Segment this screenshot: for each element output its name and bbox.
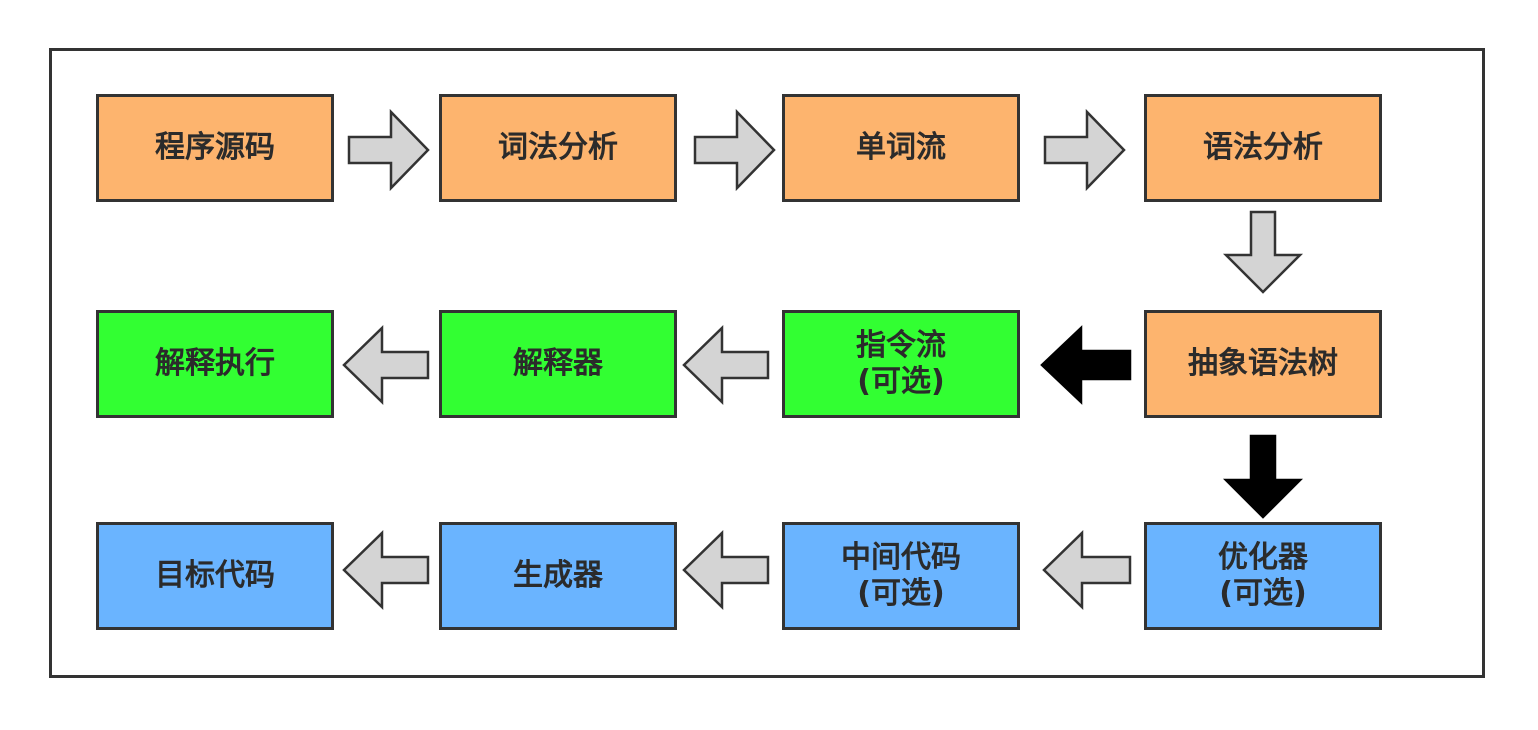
- node-interpret-execute: 解释执行: [96, 310, 334, 418]
- node-optional-label: (可选): [857, 364, 945, 399]
- node-optional-label: (可选): [1219, 576, 1307, 611]
- node-label: 指令流: [856, 328, 946, 363]
- node-optional-label: (可选): [857, 576, 945, 611]
- node-label: 词法分析: [498, 130, 618, 165]
- node-label: 目标代码: [155, 558, 275, 593]
- node-intermediate-code: 中间代码 (可选): [782, 522, 1020, 630]
- node-ast: 抽象语法树: [1144, 310, 1382, 418]
- node-label: 抽象语法树: [1188, 346, 1338, 381]
- node-interpreter: 解释器: [439, 310, 677, 418]
- node-label: 程序源码: [155, 130, 275, 165]
- node-lexical-analysis: 词法分析: [439, 94, 677, 202]
- node-label: 单词流: [856, 130, 946, 165]
- node-target-code: 目标代码: [96, 522, 334, 630]
- node-label: 解释器: [513, 346, 603, 381]
- node-optimizer: 优化器 (可选): [1144, 522, 1382, 630]
- node-label: 生成器: [513, 558, 603, 593]
- node-label: 中间代码: [841, 540, 961, 575]
- node-label: 语法分析: [1203, 130, 1323, 165]
- node-label: 优化器: [1218, 540, 1308, 575]
- node-instruction-stream: 指令流 (可选): [782, 310, 1020, 418]
- node-label: 解释执行: [155, 346, 275, 381]
- node-token-stream: 单词流: [782, 94, 1020, 202]
- node-generator: 生成器: [439, 522, 677, 630]
- node-syntax-analysis: 语法分析: [1144, 94, 1382, 202]
- node-source-code: 程序源码: [96, 94, 334, 202]
